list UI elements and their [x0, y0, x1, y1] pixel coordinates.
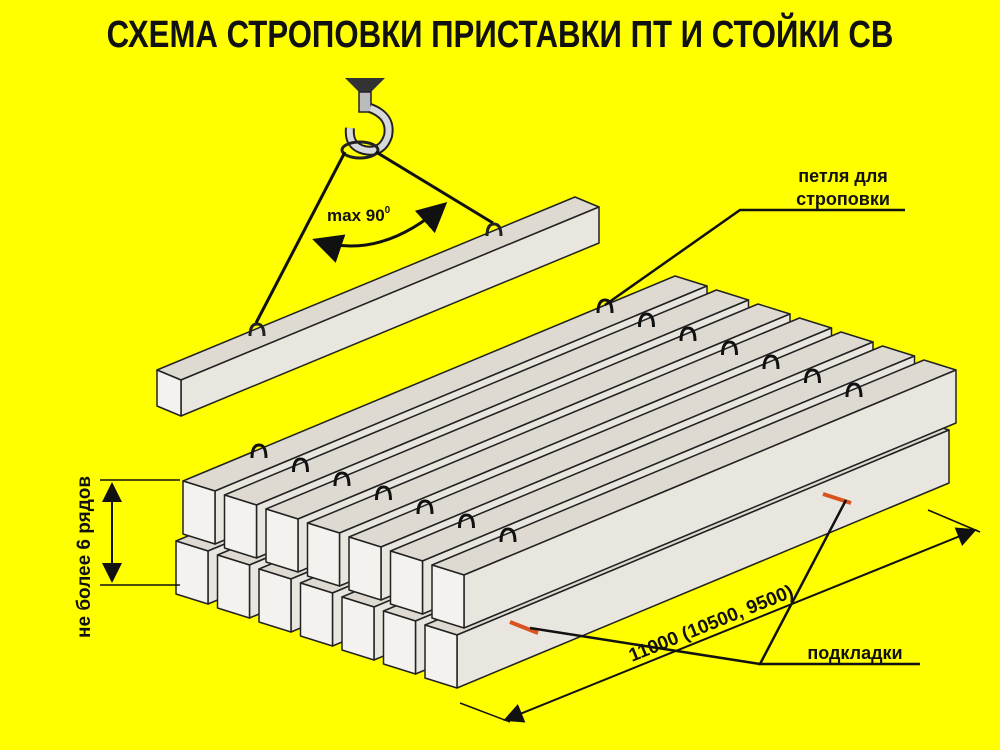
supports-label: подкладки — [807, 643, 902, 663]
beam-top-1-end — [182, 480, 216, 545]
beam-top-4-end — [306, 522, 341, 587]
beam-bottom-3-end — [258, 568, 292, 633]
loop-label-line1: петля для — [798, 166, 888, 186]
angle-label: max 900 — [327, 205, 391, 225]
loop-front-4 — [375, 485, 392, 501]
beam-bottom-7-end — [424, 624, 458, 689]
loop-label-line2: строповки — [796, 189, 890, 209]
sling-left — [254, 151, 347, 324]
beam-bottom-2-end — [216, 554, 251, 619]
beam-top-6-end — [389, 550, 424, 615]
sling-right — [375, 150, 494, 225]
beam-top-3-end — [265, 508, 299, 573]
beam-top-5-end — [348, 536, 382, 601]
slings — [254, 150, 494, 324]
loop-back-3 — [679, 326, 697, 342]
rows-dimension — [100, 479, 180, 586]
rows-label: не более 6 рядов — [74, 476, 95, 638]
lifted-beam-loops — [248, 222, 503, 337]
loop-back-4 — [721, 340, 738, 356]
loop-front-6 — [458, 513, 475, 529]
beam-top-2-end — [223, 494, 258, 559]
loop-back-5 — [762, 354, 780, 370]
diagram-title: СХЕМА СТРОПОВКИ ПРИСТАВКИ ПТ И СТОЙКИ СВ — [106, 14, 894, 56]
loop-back-7 — [845, 382, 863, 398]
loop-front-5 — [416, 499, 434, 515]
beam-bottom-6-end — [382, 610, 417, 675]
loop-front-2 — [292, 457, 309, 473]
lifted-beam — [156, 196, 600, 417]
loop-back-6 — [804, 368, 821, 384]
beam-bottom-5-end — [341, 596, 375, 661]
beam-bottom-4-end — [299, 582, 334, 647]
angle-arc — [312, 202, 448, 263]
loop-back-1 — [596, 298, 614, 314]
crane-hook — [340, 78, 394, 160]
beam-stack — [175, 275, 957, 689]
loop-right — [485, 222, 503, 237]
length-dimension — [459, 509, 981, 723]
beam-top-7-end — [431, 564, 465, 629]
loop-left — [248, 322, 266, 337]
loop-back-2 — [638, 312, 655, 328]
beam-bottom-1-end — [175, 540, 209, 605]
loop-leader — [604, 208, 905, 307]
loop-front-1 — [250, 443, 268, 459]
loop-front-3 — [333, 471, 351, 487]
